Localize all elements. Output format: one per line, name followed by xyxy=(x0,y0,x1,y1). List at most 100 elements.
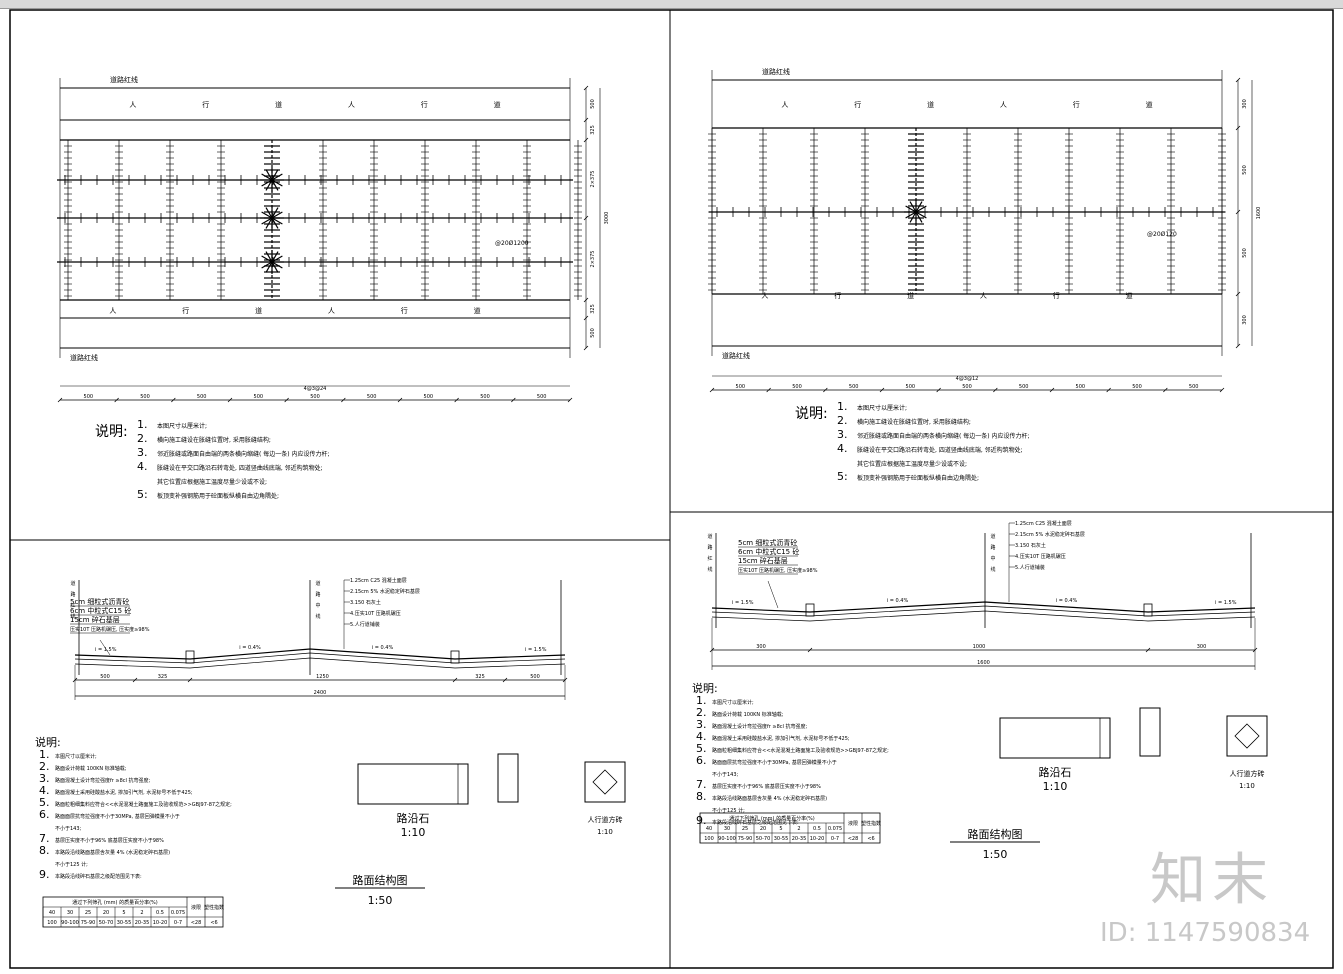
note-text: 板顶变补强钢筋用于砼面板纵横自由边角隅处; xyxy=(857,474,979,482)
right-dimension: 300 xyxy=(1242,99,1248,109)
table-side-value: <6 xyxy=(210,920,217,926)
notes2-number: 1. xyxy=(696,694,707,707)
note-text: 其它位置应根据施工温度尽量少设或不设; xyxy=(857,460,967,468)
dimension-tick xyxy=(1145,647,1151,653)
layer-legend-text: 15cm 碎石基层 xyxy=(738,556,788,565)
notes2-number: 5. xyxy=(39,796,50,809)
table-cell: 0-7 xyxy=(174,920,182,926)
sidewalk-label-top: 人 xyxy=(781,101,788,109)
bottom-dimension: 500 xyxy=(84,394,94,400)
notes2-number: 8. xyxy=(39,844,50,857)
centerline-vertical-label: 道 xyxy=(990,533,995,540)
sidewalk-label-top: 人 xyxy=(348,101,355,109)
right-dimension: 2×375 xyxy=(590,251,596,268)
table-side-header: 塑性指数 xyxy=(204,904,224,911)
dimension-tick xyxy=(187,677,193,683)
section-note: 3.150 石灰土 xyxy=(350,599,381,606)
notes2-text: 路面面层抗弯拉强度不小于30MPa, 基层回弹模量不小于 xyxy=(712,759,837,766)
curb-label: 路沿石 xyxy=(1039,766,1072,779)
red-line-label: 道路红线 xyxy=(110,75,138,84)
sidewalk-label-top: 人 xyxy=(129,101,136,109)
window-top-bar xyxy=(0,0,1343,9)
notes2-text: 不小于125 计; xyxy=(55,861,88,868)
table-cell: 100 xyxy=(47,920,57,926)
table-header: 通过下列筛孔 (mm) 的质量百分率(%) xyxy=(729,815,815,822)
note-text: 本图尺寸以厘米计; xyxy=(157,422,207,430)
notes2-number: 4. xyxy=(696,730,707,743)
dimension-tick xyxy=(567,397,573,403)
notes2-text: 路面设计荷载 100KN 标准轴载; xyxy=(55,765,127,772)
dimension-tick xyxy=(766,387,771,393)
sidewalk-label-bottom: 行 xyxy=(834,291,841,300)
sidewalk-label-bottom: 行 xyxy=(401,306,408,315)
sidewalk-label-bottom: 行 xyxy=(182,306,189,315)
notes2-text: 路面面层抗弯拉强度不小于30MPa, 基层回弹模量不小于 xyxy=(55,813,180,820)
note-text: 邻近胀缝或路面自由端的两条横向缩缝( 每边一条) 内应设传力杆; xyxy=(857,432,1030,440)
corner-reinforcement xyxy=(271,217,279,229)
subbase-layer xyxy=(74,657,566,669)
curb-detail xyxy=(357,763,469,805)
table-header: 通过下列筛孔 (mm) 的质量百分率(%) xyxy=(72,899,158,906)
legend-leader xyxy=(99,639,111,656)
curb-scale: 1:10 xyxy=(1043,780,1068,793)
section-note: 5.人行道铺装 xyxy=(350,621,380,628)
table-side-value: <6 xyxy=(867,836,874,842)
dimension-tick xyxy=(1235,343,1241,349)
notes2-title: 说明: xyxy=(692,681,718,695)
corner-reinforcement xyxy=(271,207,279,219)
note-text: 板顶变补强钢筋用于砼面板纵横自由边角隅处; xyxy=(157,492,279,500)
notes2-number: 4. xyxy=(39,784,50,797)
notes2-text: 路面粒粗细集料应符合<<水泥混凝土路面施工及验收规范>>GBJ97-87之规定; xyxy=(712,747,889,754)
dimension-tick xyxy=(227,397,233,403)
centerline-vertical-label: 道 xyxy=(315,580,320,587)
sidewalk-brick-label: 人行道方砖 xyxy=(1230,769,1265,778)
rebar-spacing-label: @20Ø120 xyxy=(1147,231,1177,238)
table-side-value: <28 xyxy=(848,836,859,842)
table-cell: 20-35 xyxy=(792,836,807,842)
corner-reinforcement xyxy=(261,217,273,225)
section-note: 3.150 石灰土 xyxy=(1015,542,1046,549)
corner-reinforcement xyxy=(271,179,283,187)
dimension-tick xyxy=(397,397,403,403)
table-cell: 50-70 xyxy=(756,836,771,842)
notes2-number: 5. xyxy=(696,742,707,755)
slope-label-left: i = 1.5% xyxy=(732,600,754,606)
sidewalk-brick-pattern xyxy=(592,769,618,795)
slope-label-right: i = 1.5% xyxy=(525,647,547,653)
notes2-text: 路面混凝土设计弯拉强度fr ≥8cl 抗弯强度; xyxy=(55,777,151,784)
dimension-tick xyxy=(1219,387,1225,393)
dimension-tick xyxy=(454,397,459,403)
notes2-number: 2. xyxy=(39,760,50,773)
notes2-text: 本图尺寸以厘米计; xyxy=(55,753,97,760)
section-total: 2400 xyxy=(314,690,327,696)
section-dimension: 325 xyxy=(158,674,168,680)
table-cell: 50-70 xyxy=(99,920,114,926)
curb-stone xyxy=(805,603,815,617)
red-line-vertical-label: 红 xyxy=(70,602,75,609)
corner-reinforcement xyxy=(915,201,923,213)
note-number: 2. xyxy=(837,414,848,427)
total-dimension: 4@3@24 xyxy=(304,386,327,392)
sidewalk-label-top: 行 xyxy=(421,100,428,109)
corner-reinforcement xyxy=(261,255,273,263)
notes2-text: 基层压实度不小于96% 底基层压实度不小于98% xyxy=(55,837,164,844)
corner-reinforcement xyxy=(915,211,923,223)
right-dimension: 500 xyxy=(590,328,596,338)
sidewalk-brick-scale: 1:10 xyxy=(1239,782,1255,790)
notes2-text: 路面设计荷载 100KN 标准轴载; xyxy=(712,711,784,718)
note-text: 邻近胀缝或路面自由端的两条横向缩缝( 每边一条) 内应设传力杆; xyxy=(157,450,330,458)
pavement-surface xyxy=(711,601,1256,613)
pavement-surface xyxy=(74,648,566,660)
table-col-header: 5 xyxy=(122,910,125,916)
note-text: 胀缝设在平交口路沿石转弯处, 四道竖曲线底端, 邻近构筑物处; xyxy=(157,464,323,472)
note-number: 4. xyxy=(837,442,848,455)
notes2-number: 6. xyxy=(696,754,707,767)
dimension-tick xyxy=(583,297,589,303)
dimension-tick xyxy=(114,397,119,403)
bottom-dimension: 500 xyxy=(197,394,207,400)
section-dimension: 1250 xyxy=(316,674,329,680)
centerline-vertical-label: 中 xyxy=(315,602,320,609)
corner-reinforcement xyxy=(915,211,927,219)
table-col-header: 20 xyxy=(103,910,109,916)
